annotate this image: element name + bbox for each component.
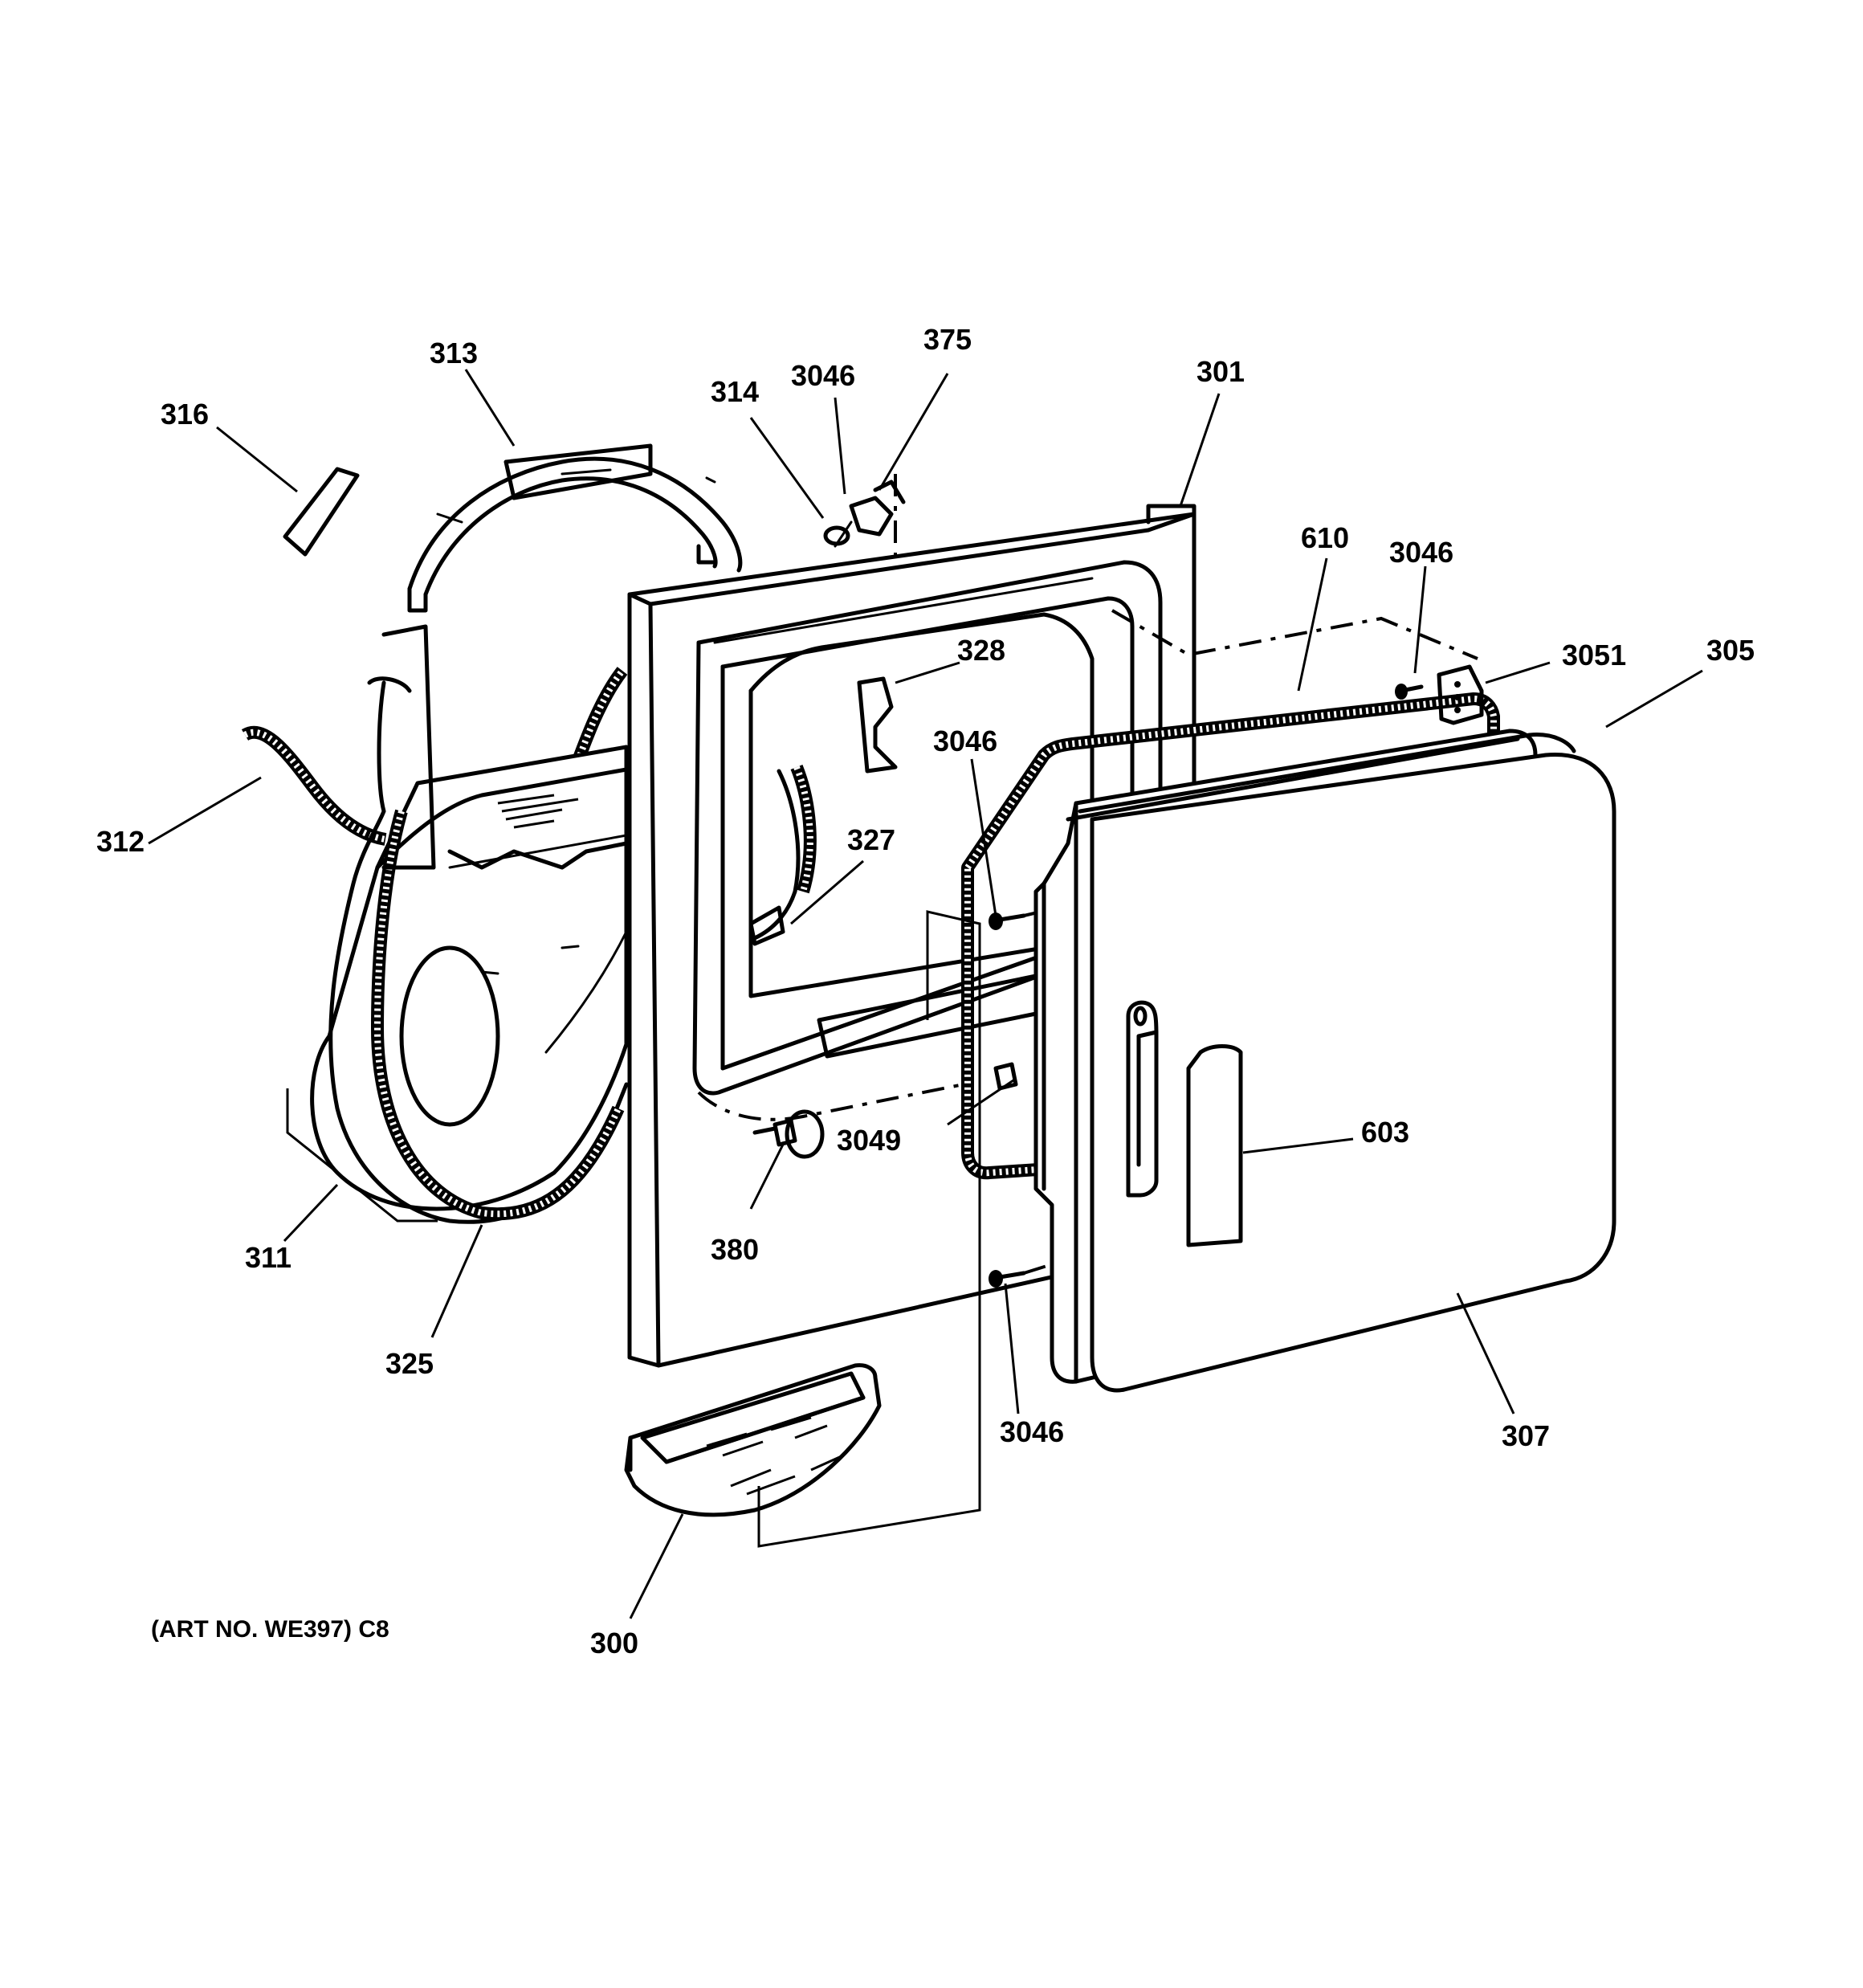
- callout-610: 610: [1301, 521, 1349, 554]
- callout-375: 375: [923, 323, 972, 356]
- part-3051-hinge: [1437, 664, 1484, 725]
- callout-328: 328: [957, 634, 1005, 667]
- callout-3046-bottom: 3046: [1000, 1415, 1064, 1448]
- callout-3046-mid: 3046: [933, 725, 997, 757]
- callout-307: 307: [1502, 1419, 1550, 1452]
- bracket-300: [757, 910, 981, 1548]
- part-305-door-outer: [1066, 733, 1616, 1393]
- callout-3049: 3049: [837, 1124, 901, 1157]
- callout-327: 327: [847, 823, 895, 856]
- part-316-strip: [283, 467, 360, 557]
- callout-3046-hinge: 3046: [1389, 536, 1453, 569]
- dash-leader-3051: [1111, 609, 1478, 660]
- lint-hatch-filter: [706, 1416, 844, 1496]
- callout-380: 380: [711, 1233, 759, 1266]
- part-300-lint-filter: [624, 1363, 882, 1517]
- part-325-duct-gasket: [328, 624, 629, 1224]
- part-380-knob: [752, 1109, 825, 1159]
- art-number: (ART NO. WE397) C8: [151, 1616, 389, 1643]
- callout-3051: 3051: [1562, 639, 1626, 672]
- callout-603: 603: [1361, 1116, 1409, 1149]
- callout-301: 301: [1196, 355, 1245, 388]
- callout-313: 313: [430, 337, 478, 369]
- callout-305: 305: [1706, 634, 1755, 667]
- callout-316: 316: [161, 398, 209, 431]
- bracket-311: [286, 1088, 438, 1223]
- part-327-catch: [748, 905, 785, 946]
- callout-312: 312: [96, 825, 145, 858]
- part-314-375-switch: [823, 474, 906, 562]
- callout-300: 300: [590, 1627, 638, 1659]
- lint-hatch-upper: [497, 794, 579, 829]
- part-328-clip: [857, 676, 898, 774]
- callout-325: 325: [385, 1347, 434, 1380]
- callout-314: 314: [711, 375, 759, 408]
- callout-311: 311: [245, 1241, 291, 1274]
- leader-lines: [148, 369, 1703, 1619]
- part-3046-screw-top: [1395, 684, 1424, 700]
- part-3049-clip: [993, 1062, 1018, 1091]
- part-313-arch-duct: [407, 443, 743, 613]
- part-311-lower-duct: [310, 745, 629, 1211]
- part-window-bracket: [748, 765, 817, 942]
- callout-3046-top: 3046: [791, 359, 855, 392]
